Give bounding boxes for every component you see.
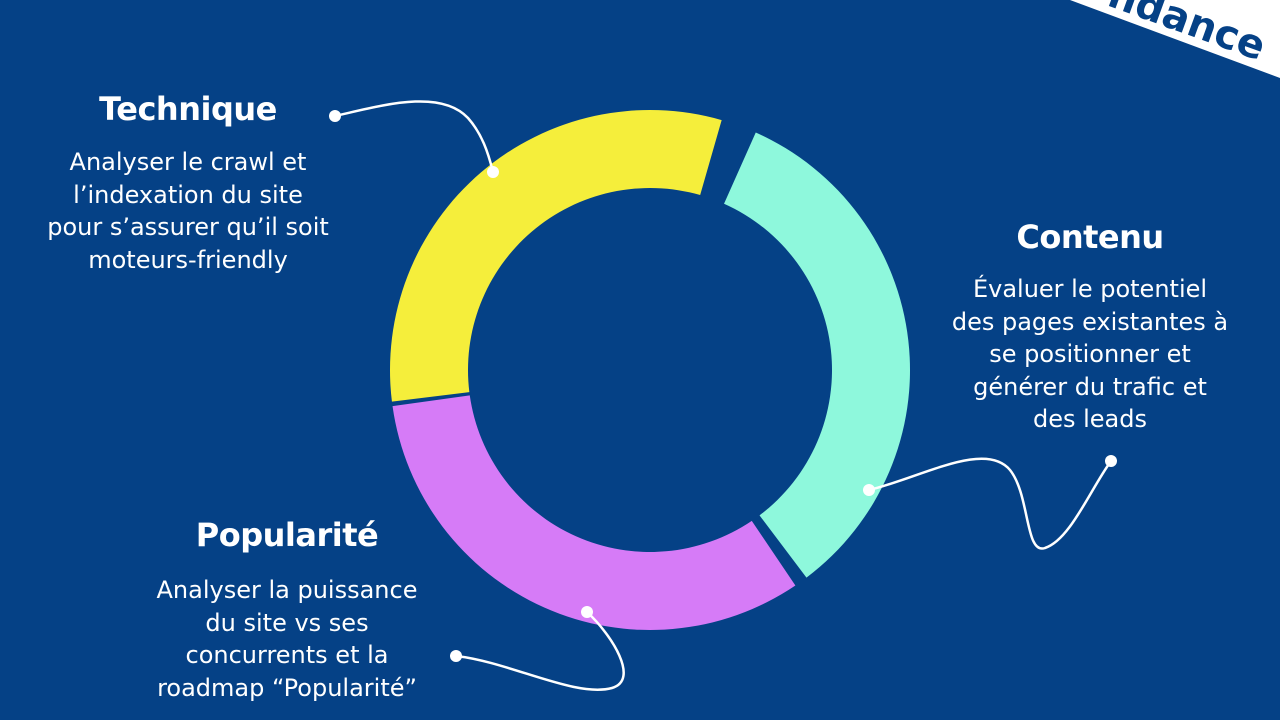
popularite-segment xyxy=(392,395,796,630)
contenu-desc-line: des pages existantes à xyxy=(951,307,1229,336)
popularite-connector-dot xyxy=(450,650,462,662)
technique-block: Technique Analyser le crawl et l’indexat… xyxy=(10,90,366,276)
technique-segment xyxy=(389,109,722,402)
popularite-description: Analyser la puissance du site vs ses con… xyxy=(118,574,456,704)
technique-anchor-dot xyxy=(487,166,499,178)
contenu-desc-line: générer du trafic et xyxy=(973,372,1207,401)
contenu-desc-line: se positionner et xyxy=(989,340,1191,368)
popularite-desc-line: concurrents et la xyxy=(185,641,389,669)
popularite-desc-line: Analyser la puissance xyxy=(156,576,418,604)
technique-desc-line: Analyser le crawl et xyxy=(69,148,307,176)
technique-description: Analyser le crawl et l’indexation du sit… xyxy=(10,146,366,276)
popularite-desc-line: roadmap “Popularité” xyxy=(157,673,417,702)
popularite-block: Popularité Analyser la puissance du site… xyxy=(118,516,456,704)
technique-desc-line: moteurs-friendly xyxy=(88,245,288,274)
technique-connector-dot xyxy=(329,110,341,122)
contenu-anchor-dot xyxy=(863,484,875,496)
contenu-desc-line: des leads xyxy=(1032,405,1147,433)
technique-desc-line: pour s’assurer qu’il soit xyxy=(47,213,329,241)
popularite-desc-line: du site vs ses xyxy=(205,608,369,637)
contenu-segment xyxy=(724,132,911,578)
popularite-anchor-dot xyxy=(581,606,593,618)
contenu-desc-line: Évaluer le potentiel xyxy=(972,275,1208,303)
popularite-title: Popularité xyxy=(195,516,379,554)
contenu-title: Contenu xyxy=(1016,218,1164,256)
contenu-block: Contenu Évaluer le potentiel des pages e… xyxy=(930,218,1250,436)
contenu-connector xyxy=(868,457,1113,550)
contenu-connector-dot xyxy=(1105,455,1117,467)
technique-connector xyxy=(334,100,495,173)
brand-logo: ndance xyxy=(1070,0,1280,78)
technique-title: Technique xyxy=(99,90,277,128)
technique-desc-line: l’indexation du site xyxy=(73,180,303,209)
popularite-connector xyxy=(455,611,625,691)
logo-banner xyxy=(1070,0,1280,78)
contenu-description: Évaluer le potentiel des pages existante… xyxy=(930,273,1250,436)
